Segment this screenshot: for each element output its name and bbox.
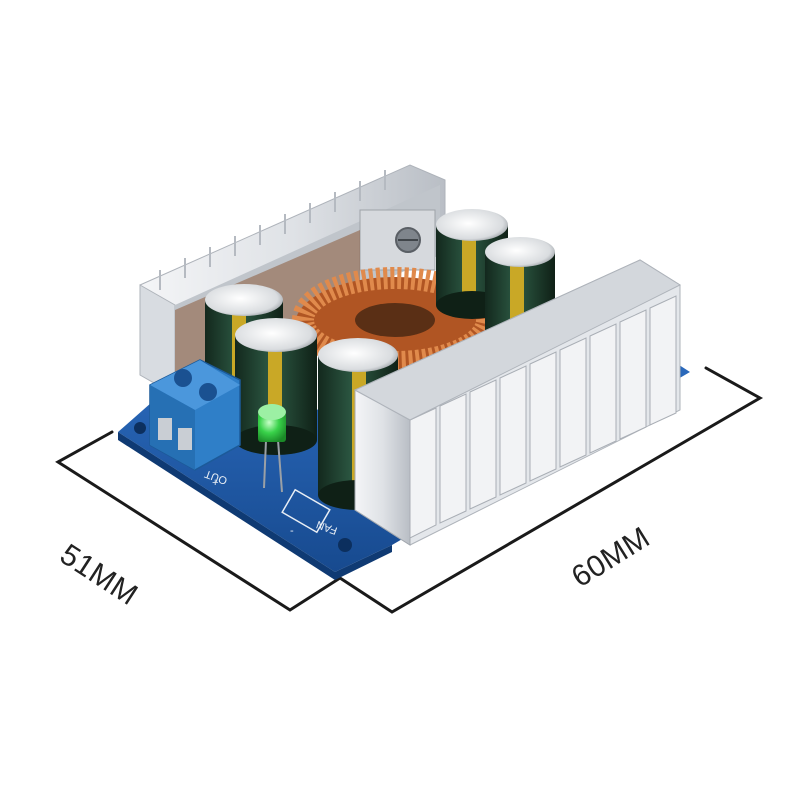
terminal-block bbox=[149, 359, 241, 471]
heatsink-front bbox=[353, 259, 682, 546]
capacitors-back bbox=[436, 209, 555, 330]
mount-hole bbox=[338, 538, 352, 552]
mount-hole bbox=[134, 422, 146, 434]
width-dimension-line bbox=[55, 430, 342, 612]
dimension-lines bbox=[55, 366, 764, 614]
terminal-screw bbox=[199, 383, 217, 401]
status-led bbox=[258, 404, 286, 493]
silk-plus-label: + bbox=[212, 477, 218, 489]
fan-connector-outline bbox=[281, 488, 331, 534]
terminal-screw bbox=[174, 369, 192, 387]
length-dimension-line bbox=[338, 366, 764, 614]
silk-minus-label: - bbox=[290, 525, 294, 537]
